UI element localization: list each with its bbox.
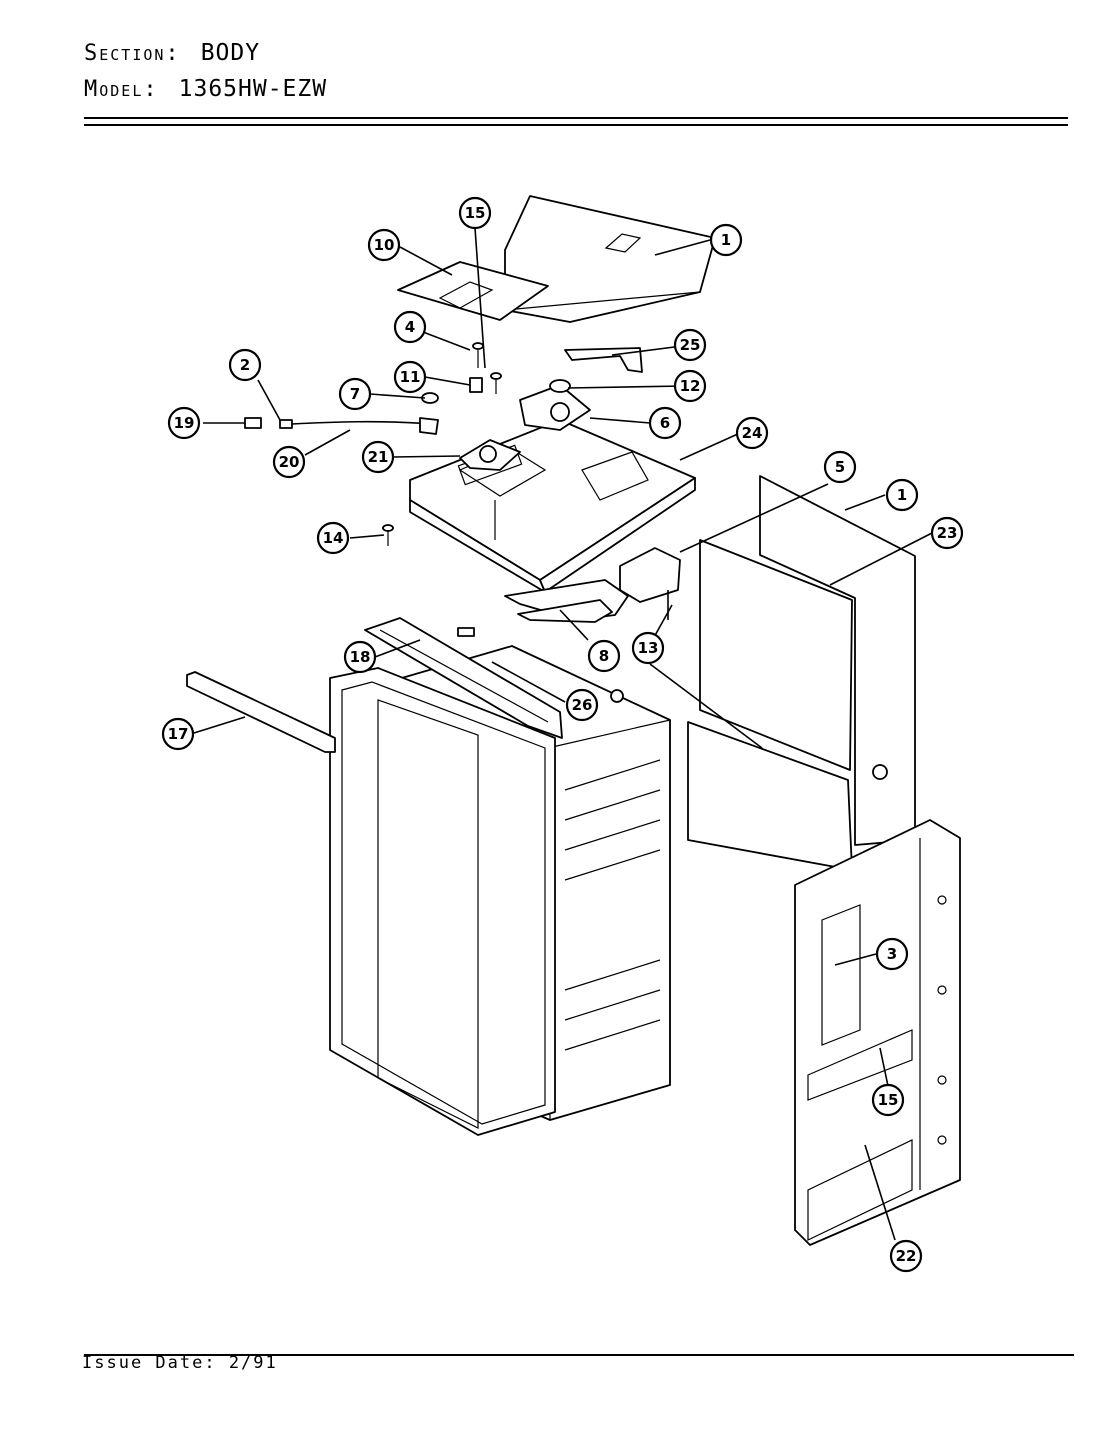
callout-6: 6	[648, 406, 682, 440]
svg-text:8: 8	[599, 647, 609, 665]
model-value: 1365HW-EZW	[178, 76, 328, 102]
callout-2: 2	[228, 348, 262, 382]
callout-10: 10	[367, 228, 401, 262]
header-rule-bottom	[84, 124, 1068, 126]
svg-text:1: 1	[897, 486, 907, 504]
callout-11: 11	[393, 360, 427, 394]
callout-26: 26	[565, 688, 599, 722]
callout-12: 12	[673, 369, 707, 403]
callout-15-top: 15	[458, 196, 492, 230]
svg-text:23: 23	[937, 524, 958, 542]
cable-rod	[291, 417, 439, 435]
callout-18: 18	[343, 640, 377, 674]
callout-9-label: 1	[721, 231, 731, 249]
callout-20: 20	[272, 445, 306, 479]
svg-text:17: 17	[168, 725, 189, 743]
model-label: Model:	[84, 77, 159, 102]
rear-bracket	[564, 347, 643, 373]
callout-4: 4	[393, 310, 427, 344]
callout-13: 13	[631, 631, 665, 665]
svg-text:2: 2	[240, 356, 250, 374]
support-rod	[186, 671, 336, 753]
footer-rule	[84, 1354, 1074, 1356]
svg-text:15: 15	[878, 1091, 899, 1109]
callout-1: 1	[885, 478, 919, 512]
callout-9: 1	[709, 223, 743, 257]
svg-text:15: 15	[465, 204, 486, 222]
callout-22: 22	[889, 1239, 923, 1273]
front-panel	[794, 819, 961, 1246]
svg-text:22: 22	[896, 1247, 917, 1265]
svg-text:13: 13	[638, 639, 659, 657]
motor-assembly	[459, 379, 591, 471]
header-rule-top	[84, 117, 1068, 119]
callout-14: 14	[316, 521, 350, 555]
callout-25: 25	[673, 328, 707, 362]
front-frame	[329, 667, 556, 1136]
svg-text:12: 12	[680, 377, 701, 395]
svg-text:21: 21	[368, 448, 389, 466]
svg-text:26: 26	[572, 696, 593, 714]
svg-text:10: 10	[374, 236, 395, 254]
svg-text:11: 11	[400, 368, 421, 386]
section-value: BODY	[200, 40, 261, 66]
issue-date: Issue Date: 2/91	[82, 1353, 278, 1373]
callout-21: 21	[361, 440, 395, 474]
callout-5: 5	[823, 450, 857, 484]
svg-text:5: 5	[835, 458, 845, 476]
callout-24: 24	[735, 416, 769, 450]
top-panel	[504, 195, 716, 323]
side-insulation	[687, 475, 916, 871]
svg-text:7: 7	[350, 385, 360, 403]
svg-text:6: 6	[660, 414, 670, 432]
svg-text:18: 18	[350, 648, 371, 666]
svg-text:3: 3	[887, 945, 897, 963]
section-heading: Section: BODY	[84, 40, 260, 66]
callout-8: 8	[587, 639, 621, 673]
callout-23: 23	[930, 516, 964, 550]
svg-text:24: 24	[742, 424, 763, 442]
svg-text:14: 14	[323, 529, 344, 547]
callout-3: 3	[875, 937, 909, 971]
leader-lines	[193, 227, 933, 1241]
callout-15-bottom: 15	[871, 1083, 905, 1117]
callout-17: 17	[161, 717, 195, 751]
svg-text:19: 19	[174, 414, 195, 432]
model-heading: Model: 1365HW-EZW	[84, 76, 327, 102]
svg-text:25: 25	[680, 336, 701, 354]
callout-7: 7	[338, 377, 372, 411]
section-label: Section:	[84, 41, 181, 66]
callout-19: 19	[167, 406, 201, 440]
side-brackets	[504, 547, 681, 623]
small-plate	[397, 261, 549, 321]
svg-text:20: 20	[279, 453, 300, 471]
svg-text:4: 4	[405, 318, 415, 336]
